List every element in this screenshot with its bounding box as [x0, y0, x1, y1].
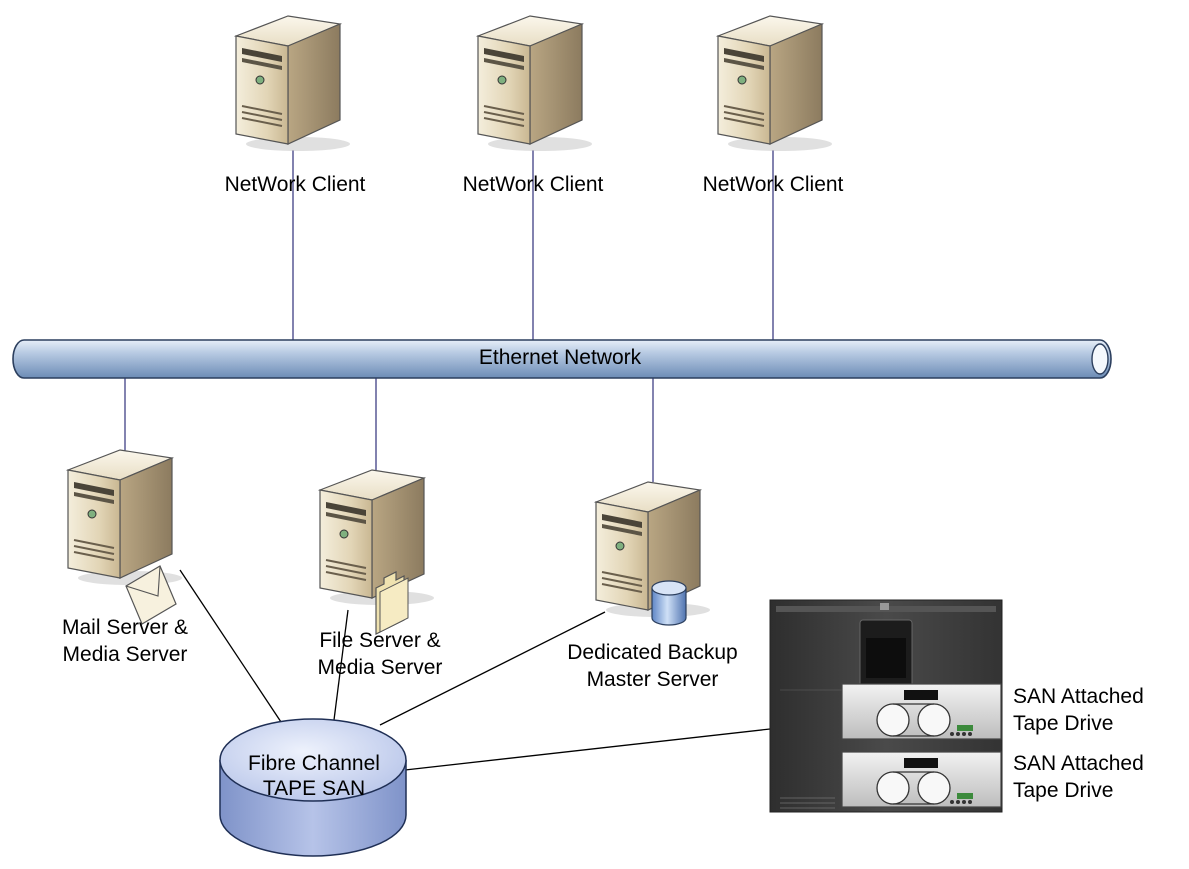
envelope-icon [125, 565, 177, 625]
file-server-label-line1: File Server & [319, 629, 441, 652]
tape-drive-2-label-line2: Tape Drive [1013, 779, 1114, 802]
file-server-label-line2: Media Server [317, 656, 443, 679]
database-icon [651, 580, 687, 626]
mail-server-label-line1: Mail Server & [61, 616, 189, 639]
san-label-line2: TAPE SAN [262, 777, 366, 800]
san-label: Fibre Channel TAPE SAN [222, 751, 406, 801]
fibre-channel-san-disk [219, 718, 407, 857]
tape-drive-2 [841, 751, 1002, 808]
tape-drive-1 [841, 683, 1002, 740]
backup-server-label-line1: Dedicated Backup [567, 641, 738, 664]
ethernet-network-label: Ethernet Network [478, 346, 642, 369]
san-label-line1: Fibre Channel [248, 752, 380, 775]
file-server-icon [319, 469, 435, 606]
folder-icon [375, 571, 409, 635]
library-san-link [404, 728, 771, 771]
tape-drive-1-label-line1: SAN Attached [1013, 685, 1144, 708]
network-client-1-icon [235, 15, 351, 152]
backup-server-label-line2: Master Server [586, 668, 719, 691]
network-client-1-label: NetWork Client [224, 173, 366, 196]
tape-drive-2-label-line1: SAN Attached [1013, 752, 1144, 775]
tape-library [769, 599, 1003, 813]
file-san-link [333, 609, 349, 721]
mail-server-label-line2: Media Server [62, 643, 188, 666]
backup-san-link [379, 611, 606, 726]
network-client-2-label: NetWork Client [462, 173, 604, 196]
mail-san-link [179, 569, 284, 726]
tape-drive-1-label-line2: Tape Drive [1013, 712, 1114, 735]
ethernet-network-pipe [12, 339, 1112, 379]
mail-server-icon [67, 449, 183, 586]
network-client-2-icon [477, 15, 593, 152]
network-client-3-icon [717, 15, 833, 152]
network-client-3-label: NetWork Client [702, 173, 844, 196]
